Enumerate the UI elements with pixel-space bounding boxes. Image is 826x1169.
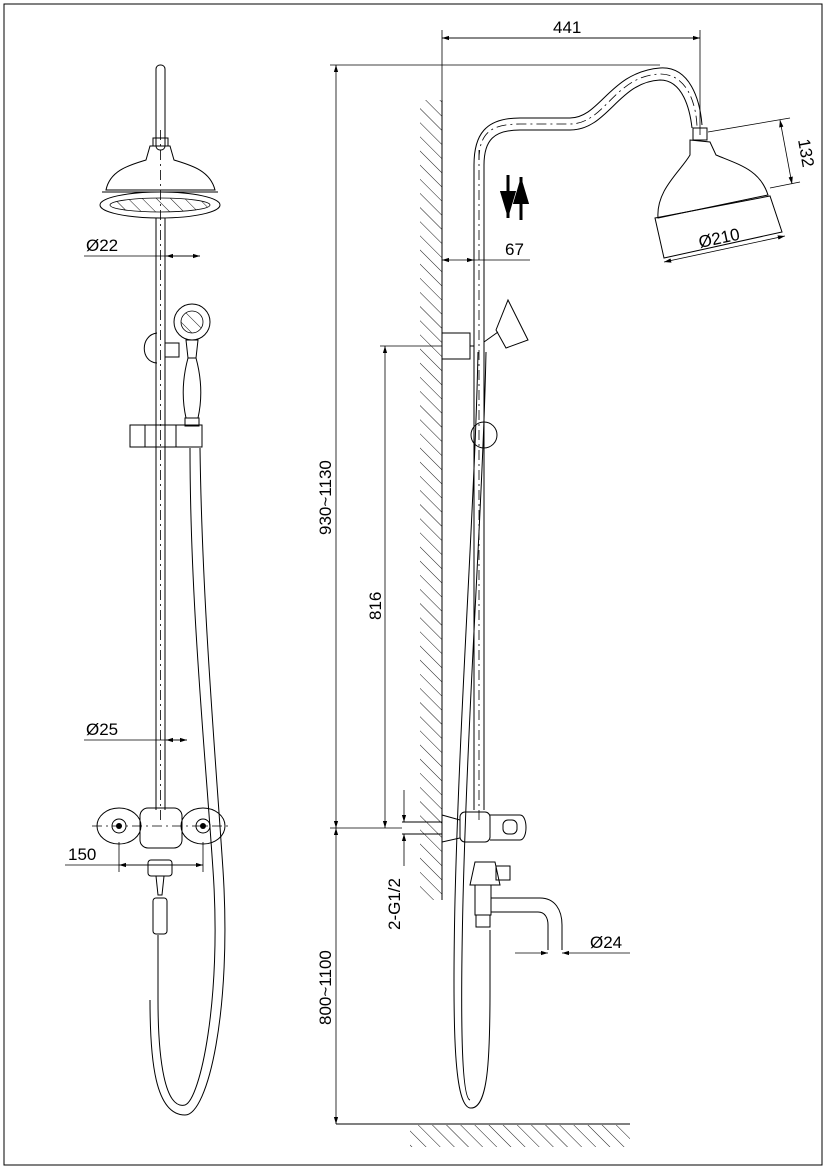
front-wall-bracket (143, 332, 158, 364)
dim-head-width: 441 (553, 18, 581, 37)
dim-wall-offset: 67 (505, 240, 524, 259)
dim-head-diameter: Ø210 (697, 225, 742, 252)
side-view: 441 132 Ø210 67 (316, 18, 818, 1147)
front-hand-shower-handle (182, 357, 202, 419)
front-diverter (147, 859, 173, 877)
wall-hatch (420, 100, 442, 900)
dim-head-height: 132 (794, 137, 818, 168)
dim-total-height: 930~1130 (316, 460, 335, 535)
side-shower-arm (473, 67, 703, 166)
front-mixer-body (139, 807, 183, 849)
front-hose (157, 447, 216, 1106)
side-mixer-handle (490, 814, 527, 841)
floor-hatch (410, 1125, 630, 1147)
side-wall-bracket (441, 332, 471, 360)
dim-inlet-thread: 2-G1/2 (385, 878, 404, 930)
dim-lower-pipe-diameter: Ø25 (86, 720, 118, 739)
dim-top-pipe-diameter: Ø22 (86, 236, 118, 255)
side-hand-shower (495, 298, 529, 349)
front-spout (152, 897, 168, 935)
side-shower-head (657, 139, 769, 219)
dim-floor-height: 800~1100 (316, 950, 335, 1025)
front-view: Ø22 Ø25 (65, 64, 228, 1116)
front-shower-head (105, 145, 216, 191)
dim-inlet-spacing: 150 (68, 845, 96, 864)
dim-spout-diameter: Ø24 (590, 933, 622, 952)
side-diverter (469, 861, 501, 886)
side-spout (491, 897, 563, 950)
drawing-frame (3, 3, 823, 1166)
front-shower-nozzles (109, 197, 211, 213)
side-hose (453, 351, 491, 1109)
dim-bracket-height: 816 (366, 592, 385, 620)
front-slider-holder (129, 424, 203, 448)
